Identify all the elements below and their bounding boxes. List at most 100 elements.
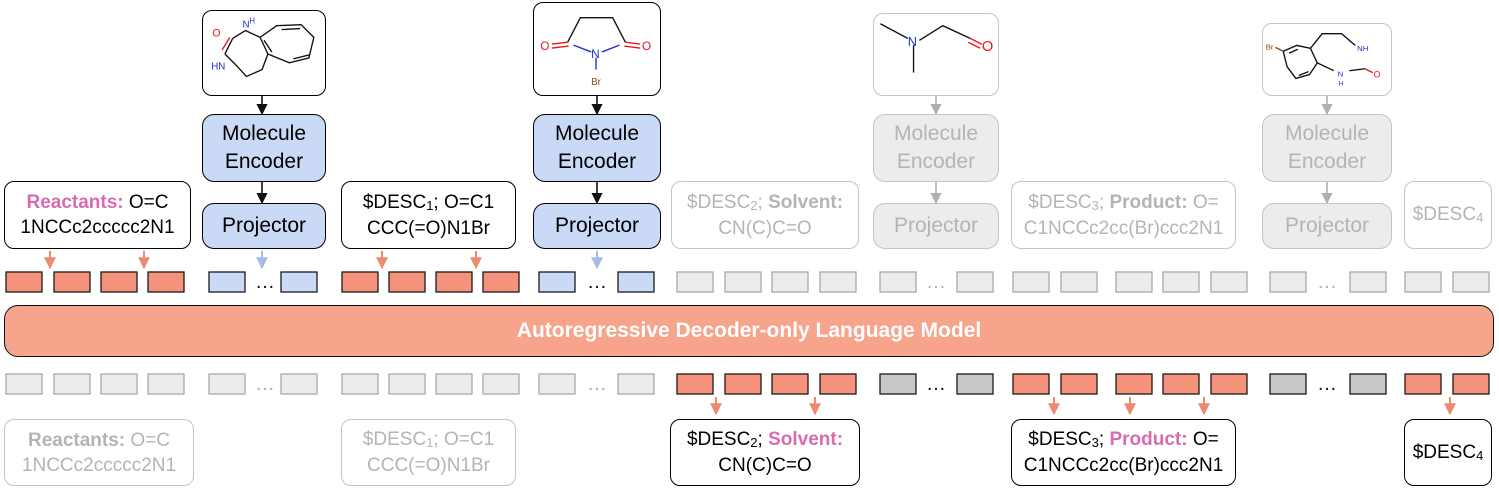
input-token-arrows bbox=[44, 251, 603, 270]
language-model-label: Autoregressive Decoder-only Language Mod… bbox=[516, 319, 982, 342]
token-box bbox=[879, 373, 917, 395]
text-line-2: CCC(=O)N1Br bbox=[367, 217, 490, 239]
projector-1: Projector bbox=[202, 203, 326, 249]
highlight-label: Product: bbox=[1109, 191, 1188, 213]
carbonyl-bond bbox=[1364, 68, 1374, 74]
molecule-encoder-4: Molecule Encoder bbox=[1262, 114, 1392, 182]
molecule-structure: O N O Br bbox=[540, 16, 651, 88]
text-line-2: C1NCCc2cc(Br)ccc2N1 bbox=[1023, 217, 1224, 239]
token-box bbox=[388, 373, 426, 395]
token-box bbox=[208, 271, 246, 293]
desc-token: $DESC bbox=[1412, 204, 1477, 225]
highlight-label: Reactants: bbox=[27, 429, 126, 451]
desc-subscript: 3 bbox=[1091, 435, 1099, 450]
token-box bbox=[819, 373, 857, 395]
text-line-2: CN(C)C=O bbox=[718, 455, 812, 476]
output-text-desc3-product: $DESC3; Product: O=C1NCCc2cc(Br)ccc2N1 bbox=[1011, 419, 1236, 486]
desc-token: $DESC bbox=[362, 191, 427, 213]
token-box bbox=[1349, 373, 1387, 395]
token-box bbox=[1452, 373, 1490, 395]
text-line-1: ; O=C1 bbox=[433, 429, 495, 450]
input-text-desc2-solvent: $DESC2; Solvent:CN(C)C=O bbox=[671, 181, 859, 249]
token-box bbox=[208, 373, 246, 395]
token-box bbox=[100, 271, 138, 293]
output-text-desc4: $DESC4 bbox=[1404, 419, 1492, 486]
desc-subscript: 1 bbox=[426, 197, 434, 213]
token-box bbox=[53, 271, 91, 293]
token-box bbox=[771, 373, 809, 395]
ellipsis-group: …………………… bbox=[255, 271, 1337, 395]
language-model-bar: Autoregressive Decoder-only Language Mod… bbox=[4, 305, 1494, 357]
desc-separator: ; bbox=[1098, 191, 1110, 213]
token-box bbox=[1115, 271, 1153, 293]
token-box bbox=[482, 373, 520, 395]
token-box bbox=[538, 373, 576, 395]
highlight-label: Product: bbox=[1109, 429, 1188, 450]
ellipsis: … bbox=[1317, 373, 1337, 395]
molecule-structure: Br NH N H O bbox=[1266, 33, 1381, 87]
output-text-reactants: Reactants: O=C 1NCCc2ccccc2N1 bbox=[4, 419, 194, 486]
atom-o: O bbox=[982, 39, 993, 55]
desc-separator: ; bbox=[757, 191, 769, 213]
token-box bbox=[1012, 373, 1050, 395]
token-box bbox=[1162, 373, 1200, 395]
output-token-row bbox=[5, 373, 1490, 395]
text-line-2: 1NCCc2ccccc2N1 bbox=[20, 217, 175, 238]
desc-subscript: 4 bbox=[1476, 210, 1484, 225]
text-line-1: O= bbox=[1187, 429, 1219, 450]
output-token-arrows bbox=[710, 397, 1456, 416]
token-box bbox=[482, 271, 520, 293]
desc-token: $DESC bbox=[1412, 441, 1477, 463]
token-box bbox=[280, 271, 318, 293]
token-box bbox=[1452, 271, 1490, 293]
atom-br: Br bbox=[1266, 42, 1274, 51]
token-box bbox=[341, 373, 379, 395]
token-box bbox=[388, 271, 426, 293]
token-box bbox=[538, 271, 576, 293]
atom-h: H bbox=[1339, 80, 1344, 87]
token-box bbox=[617, 373, 655, 395]
highlight-label: Solvent: bbox=[768, 191, 844, 213]
atom-n: N bbox=[1338, 70, 1344, 79]
desc-separator: ; bbox=[757, 429, 769, 450]
token-box bbox=[147, 373, 185, 395]
text-line-1: O= bbox=[1187, 191, 1219, 213]
token-box bbox=[879, 271, 917, 293]
token-box bbox=[1269, 373, 1307, 395]
molecule-bromo-benzodiazepinone: Br NH N H O bbox=[1262, 23, 1392, 96]
token-box bbox=[1060, 373, 1098, 395]
token-box bbox=[1210, 271, 1248, 293]
molecule-benzodiazepinone: O N H HN bbox=[202, 10, 326, 96]
desc-subscript: 2 bbox=[750, 197, 758, 213]
token-box bbox=[100, 373, 138, 395]
atom-h: H bbox=[249, 17, 255, 26]
token-box bbox=[5, 271, 43, 293]
molecule-structure: O N H HN bbox=[211, 17, 315, 78]
atom-n: N bbox=[591, 48, 599, 61]
text-line-1: ; O=C1 bbox=[433, 191, 495, 213]
ellipsis: … bbox=[587, 373, 607, 395]
desc-token: $DESC bbox=[686, 191, 751, 213]
token-box bbox=[1210, 373, 1248, 395]
atom-o-left: O bbox=[540, 40, 549, 53]
token-box bbox=[435, 373, 473, 395]
desc-token: $DESC bbox=[362, 429, 427, 450]
desc-subscript: 1 bbox=[426, 435, 434, 450]
token-box bbox=[956, 271, 994, 293]
token-box bbox=[724, 271, 762, 293]
token-box bbox=[147, 271, 185, 293]
ellipsis: … bbox=[926, 271, 946, 293]
molecule-encoder-1: Molecule Encoder bbox=[202, 114, 326, 182]
ellipsis: … bbox=[587, 271, 607, 293]
atom-o-right: O bbox=[642, 40, 651, 53]
text-line-2: 1NCCc2ccccc2N1 bbox=[21, 454, 177, 476]
token-box bbox=[1349, 271, 1387, 293]
token-box bbox=[1404, 373, 1442, 395]
text-line-1: O=C bbox=[125, 429, 171, 451]
desc-subscript: 3 bbox=[1091, 197, 1099, 213]
text-line-2: C1NCCc2cc(Br)ccc2N1 bbox=[1023, 455, 1224, 476]
br-bond bbox=[1275, 46, 1284, 52]
